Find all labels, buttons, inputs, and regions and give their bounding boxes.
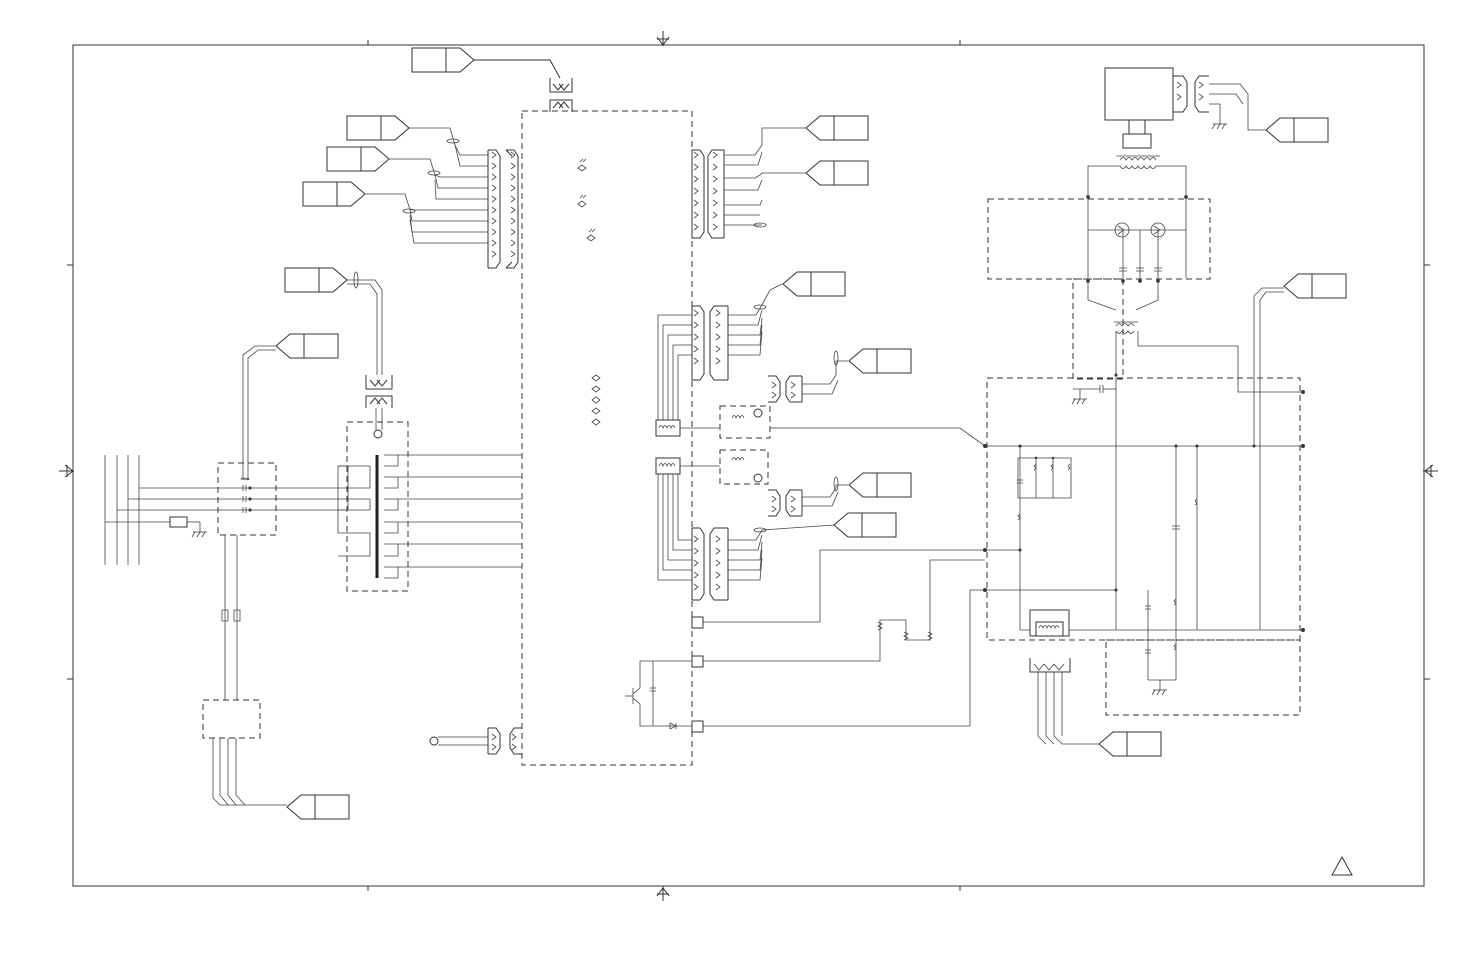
connector-tag-right-8 [1284,274,1346,298]
connector-tag-left-1 [347,116,409,140]
pin-arrows-right-mid [694,310,720,364]
ground-icon [187,522,207,537]
connector-tag-left-2 [327,147,389,171]
wire-bundle-left-top [365,128,488,243]
wire [248,350,276,480]
pin-arrows-right-top [694,152,717,230]
noise-filter-block [218,463,276,535]
resistor-icon [170,517,187,527]
connector-tag-left-3 [303,182,365,206]
bus-junctions [983,390,1305,632]
connector-tag-right-5 [849,473,911,497]
connector-tag-left-5 [285,268,347,292]
pin-arrows-left-top [492,152,515,257]
wire [243,346,276,480]
pin-connector-board-bottom [430,728,522,754]
pin-connector-right-top [692,150,724,238]
frame-ticks [67,40,1430,891]
pin-arrows-right-low [694,536,720,590]
motor-block [1105,68,1266,130]
led-symbols [578,159,600,425]
filter-capacitors [241,478,251,513]
ac-input-lines [105,455,338,565]
terminal-square-3 [692,721,703,732]
warning-triangle-icon [1332,857,1352,875]
switch-to-tag-wires [213,738,287,805]
connector-tag-top [412,48,474,72]
plug-top [550,78,572,112]
wire-bundle-right-low [658,474,834,580]
switch-block [203,700,260,738]
connector-tag-right-4 [849,349,911,373]
pin-connector-left-top [488,150,518,268]
wire-bundle-right-top [724,128,806,227]
inverter-block-lower [1106,640,1300,715]
small-connector-upper [768,351,848,402]
small-connector-lower [768,477,848,516]
connector-tag-right-2 [806,161,868,185]
output-connector-bottom [1030,610,1099,744]
ground-icon [1212,124,1227,129]
relay-block-lower [680,450,768,484]
connector-tag-right-6 [834,513,896,537]
transistor-icon [625,661,692,729]
wires-to-power-section [703,428,985,726]
connector-tag-left-4 [276,334,338,358]
terminal-square-2 [692,656,703,667]
center-arrow-bottom-icon [657,886,669,901]
wire [474,60,560,78]
inverter-block-upper [1073,279,1123,379]
ground-icon [1072,385,1116,404]
coil-block-upper [656,420,680,436]
connector-tag-right-1 [806,116,868,140]
coil-icon [1114,322,1303,630]
center-arrow-right-icon [1423,465,1438,477]
wire-pair [347,272,382,375]
connector-tag-right-9 [1099,732,1161,756]
motor-plug [1123,120,1151,148]
wire-bundle-right-mid [658,284,782,420]
connector-tag-right-3 [783,272,845,296]
pin-connector-right-low [692,528,728,600]
drawing-frame [73,45,1424,886]
transformer-block [347,422,408,591]
relay-block-upper [680,406,770,438]
plug-left [366,375,392,438]
terminal-square-1 [692,617,703,628]
transformer-windings [338,455,398,578]
coil-block-lower [656,458,680,474]
coil-icon [1087,156,1188,278]
transformer-to-board-wires [398,455,522,567]
lamp-icons [1087,223,1187,310]
main-board-block [522,111,692,765]
pin-connector-right-mid [692,306,728,380]
connector-tag-left-6 [287,795,349,819]
power-bus [985,288,1303,695]
fuse-wires [222,535,240,700]
connector-tag-right-7 [1266,118,1328,142]
center-arrow-top-icon [657,31,669,46]
lamp-block [988,199,1210,279]
inverter-block-main [987,378,1300,640]
center-arrow-left-icon [59,465,74,477]
